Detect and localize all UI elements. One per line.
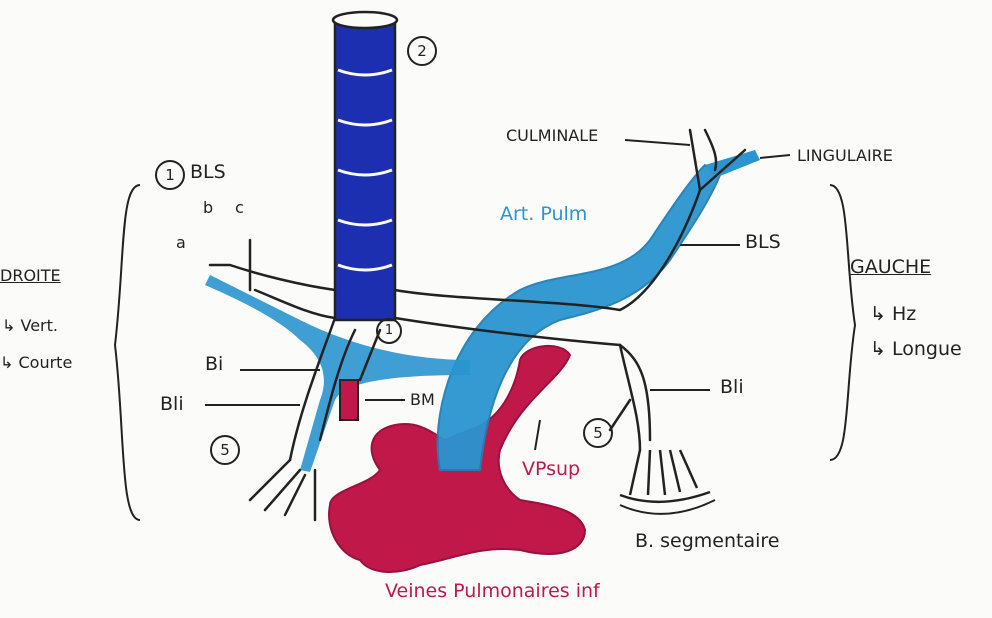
trachea [335, 20, 395, 320]
label-culminale: CULMINALE [506, 128, 598, 144]
label-a: a [176, 235, 186, 251]
number-5-left: 5 [583, 418, 613, 448]
label-bls-left: BLS [745, 233, 781, 252]
right-brace [115, 185, 140, 520]
label-lingulaire: LINGULAIRE [797, 148, 893, 164]
number-5-right: 5 [210, 435, 240, 465]
middle-bronchus-bm [340, 380, 358, 420]
number-1-bls: 1 [155, 160, 185, 190]
label-droite-courte: ↳ Courte [0, 355, 72, 371]
left-brace [830, 185, 855, 460]
label-art-pulm: Art. Pulm [500, 205, 587, 224]
trachea-top [333, 12, 397, 28]
number-1-carina: 1 [376, 318, 402, 344]
label-bls-right-title: BLS [190, 163, 226, 182]
label-droite-vert: ↳ Vert. [2, 318, 58, 334]
number-2-trachea: 2 [407, 36, 437, 66]
artery-lingular-branch [705, 150, 760, 178]
label-vp-sup: VPsup [522, 460, 580, 479]
label-veines-pulm-inf: Veines Pulmonaires inf [385, 582, 600, 601]
label-b-segmentaire: B. segmentaire [635, 532, 779, 551]
label-gauche-longue: ↳ Longue [870, 340, 962, 359]
label-c: c [235, 200, 244, 216]
label-bli-right: Bli [720, 378, 744, 397]
label-bli-left: Bli [160, 395, 184, 414]
label-bi: Bi [205, 355, 223, 374]
label-droite: DROITE [0, 268, 61, 284]
label-gauche-hz: ↳ Hz [870, 305, 916, 324]
label-b: b [203, 200, 213, 216]
label-gauche: GAUCHE [850, 258, 931, 277]
label-bm: BM [410, 392, 435, 408]
segmental-bronchi [620, 450, 710, 502]
